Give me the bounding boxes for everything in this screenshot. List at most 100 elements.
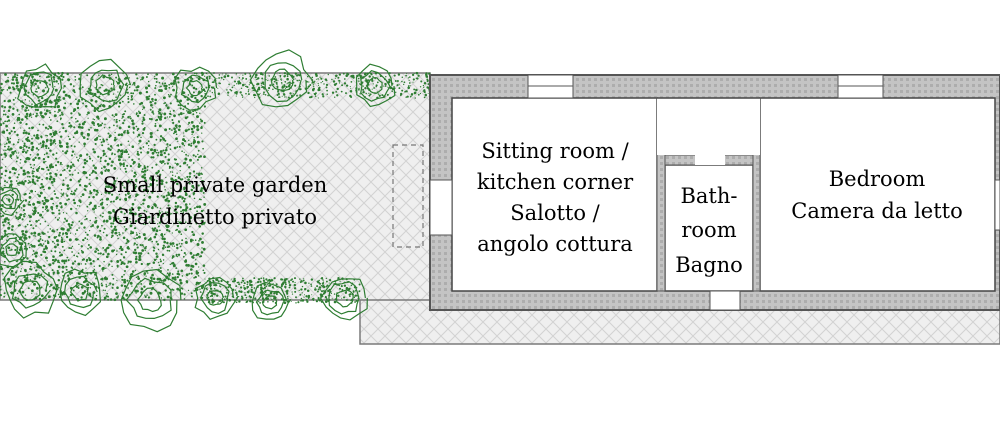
foliage-dot (169, 144, 172, 147)
foliage-dot (62, 127, 65, 130)
foliage-dot (29, 215, 32, 219)
foliage-dot (40, 273, 43, 276)
foliage-dot (128, 77, 130, 79)
foliage-dot (193, 72, 196, 75)
foliage-dot (196, 158, 199, 161)
foliage-dot (279, 72, 281, 74)
foliage-dot (105, 267, 107, 270)
foliage-dot (58, 251, 61, 254)
foliage-dot (31, 180, 35, 184)
foliage-dot (122, 72, 124, 74)
foliage-dot (197, 274, 200, 277)
foliage-dot (183, 252, 186, 255)
foliage-dot (45, 177, 49, 180)
foliage-dot (196, 210, 199, 213)
foliage-dot (177, 230, 180, 232)
foliage-dot (108, 157, 112, 160)
foliage-dot (350, 284, 353, 287)
foliage-dot (49, 139, 53, 142)
foliage-dot (256, 83, 259, 86)
foliage-dot (96, 123, 100, 126)
foliage-dot (69, 102, 72, 105)
foliage-dot (194, 96, 197, 100)
foliage-dot (313, 85, 315, 88)
foliage-dot (325, 83, 329, 86)
foliage-dot (87, 247, 89, 250)
foliage-dot (324, 296, 328, 299)
foliage-dot (246, 285, 249, 289)
foliage-dot (389, 86, 393, 90)
foliage-dot (249, 73, 251, 75)
foliage-dot (66, 274, 70, 277)
foliage-dot (93, 265, 95, 267)
foliage-dot (112, 230, 114, 232)
foliage-dot (137, 275, 140, 278)
foliage-dot (300, 280, 303, 283)
foliage-dot (56, 239, 59, 243)
foliage-dot (138, 215, 141, 218)
foliage-dot (208, 77, 211, 80)
foliage-dot (234, 280, 236, 282)
foliage-dot (155, 84, 157, 87)
foliage-dot (37, 193, 39, 196)
foliage-dot (213, 287, 216, 290)
foliage-dot (5, 124, 8, 128)
foliage-dot (5, 149, 7, 152)
foliage-dot (168, 83, 171, 86)
foliage-dot (73, 91, 76, 94)
foliage-dot (114, 231, 118, 235)
foliage-dot (218, 300, 221, 302)
foliage-dot (11, 188, 14, 191)
foliage-dot (104, 248, 107, 252)
foliage-dot (80, 195, 82, 198)
foliage-dot (45, 160, 47, 163)
foliage-dot (22, 204, 26, 208)
foliage-dot (131, 270, 135, 273)
foliage-dot (95, 294, 98, 297)
foliage-dot (105, 247, 109, 250)
foliage-dot (1, 272, 4, 275)
foliage-dot (90, 99, 93, 102)
foliage-dot (171, 119, 174, 121)
foliage-dot (33, 170, 35, 173)
foliage-dot (24, 151, 28, 154)
foliage-dot (183, 151, 185, 153)
foliage-dot (270, 278, 274, 282)
foliage-dot (196, 189, 198, 191)
foliage-dot (348, 293, 351, 296)
foliage-dot (109, 298, 113, 301)
foliage-dot (250, 286, 253, 289)
foliage-dot (240, 290, 243, 293)
sitting-room-line2: kitchen corner (477, 170, 634, 194)
foliage-dot (311, 294, 313, 296)
foliage-dot (267, 94, 269, 97)
foliage-dot (120, 253, 123, 256)
foliage-dot (114, 131, 116, 134)
foliage-dot (298, 79, 301, 82)
foliage-dot (86, 153, 89, 156)
foliage-dot (24, 131, 28, 135)
foliage-dot (57, 293, 60, 296)
foliage-dot (16, 156, 19, 159)
foliage-dot (46, 209, 49, 212)
foliage-dot (99, 156, 103, 159)
foliage-dot (183, 161, 187, 165)
foliage-dot (103, 181, 106, 183)
foliage-dot (183, 197, 186, 200)
foliage-dot (314, 95, 317, 97)
foliage-dot (233, 84, 235, 87)
foliage-dot (396, 79, 399, 83)
foliage-dot (196, 115, 199, 119)
foliage-dot (42, 243, 45, 245)
foliage-dot (158, 81, 161, 84)
foliage-dot (174, 175, 177, 177)
foliage-dot (145, 210, 148, 213)
foliage-dot (31, 103, 33, 105)
foliage-dot (62, 75, 65, 79)
foliage-dot (31, 137, 33, 140)
foliage-dot (173, 132, 175, 135)
foliage-dot (77, 252, 80, 255)
foliage-dot (365, 92, 367, 95)
foliage-dot (115, 81, 118, 83)
foliage-dot (6, 115, 10, 119)
